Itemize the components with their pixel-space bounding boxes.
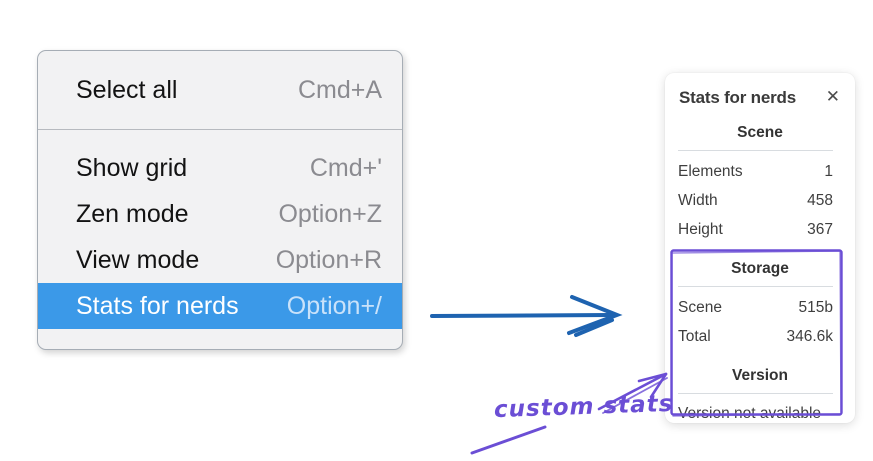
stat-row-elements: Elements 1 [665,157,855,186]
menu-separator [38,129,402,130]
menu-item-label: Show grid [76,153,188,182]
close-icon[interactable]: ✕ [825,87,840,107]
stat-row-scene-storage: Scene 515b [665,293,855,322]
stat-label: Scene [678,299,722,316]
stat-label: Total [678,328,711,345]
stat-value: 1 [824,163,833,180]
menu-item-label: Zen mode [76,199,189,228]
stats-panel: Stats for nerds ✕ Scene Elements 1 Width… [665,73,855,423]
menu-item-label: Select all [76,75,178,104]
stat-row-width: Width 458 [665,186,855,215]
version-status-text: Version not available [678,405,822,422]
menu-item-label: Stats for nerds [76,291,239,320]
stat-value: 515b [798,299,833,316]
menu-section-top: Select all Cmd+A [38,51,402,129]
menu-section-bottom: Show grid Cmd+' Zen mode Option+Z View m… [38,130,402,345]
stats-section-scene: Scene Elements 1 Width 458 Height 367 [665,124,855,244]
section-divider [678,286,833,287]
stat-value: 458 [807,192,833,209]
stat-value: 346.6k [786,328,833,345]
stats-panel-header: Stats for nerds ✕ [665,87,855,108]
section-title: Storage [731,260,789,277]
stat-label: Height [678,221,723,238]
section-title: Version [732,367,788,384]
menu-item-label: View mode [76,245,200,274]
menu-item-shortcut: Option+R [275,245,382,274]
section-divider [678,393,833,394]
menu-item-view-mode[interactable]: View mode Option+R [38,237,402,283]
stats-section-storage: Storage Scene 515b Total 346.6k [665,260,855,351]
stat-row-total-storage: Total 346.6k [665,322,855,351]
context-menu: Select all Cmd+A Show grid Cmd+' Zen mod… [37,50,403,350]
blue-arrow [430,295,623,337]
menu-item-show-grid[interactable]: Show grid Cmd+' [38,145,402,191]
section-title: Scene [737,124,783,141]
menu-item-stats-for-nerds[interactable]: Stats for nerds Option+/ [38,283,402,329]
menu-item-shortcut: Option+Z [278,199,382,228]
stat-value: 367 [807,221,833,238]
section-divider [678,150,833,151]
stats-section-version: Version Version not available [665,367,855,426]
menu-item-select-all[interactable]: Select all Cmd+A [38,67,402,113]
stats-panel-title: Stats for nerds [679,87,796,107]
menu-item-zen-mode[interactable]: Zen mode Option+Z [38,191,402,237]
custom-stats-annotation-label: custom stats [493,390,674,424]
stat-label: Elements [678,163,743,180]
stat-row-height: Height 367 [665,215,855,244]
stat-label: Width [678,192,718,209]
menu-item-shortcut: Option+/ [286,291,382,320]
menu-item-shortcut: Cmd+' [309,153,382,182]
menu-item-shortcut: Cmd+A [297,75,382,104]
